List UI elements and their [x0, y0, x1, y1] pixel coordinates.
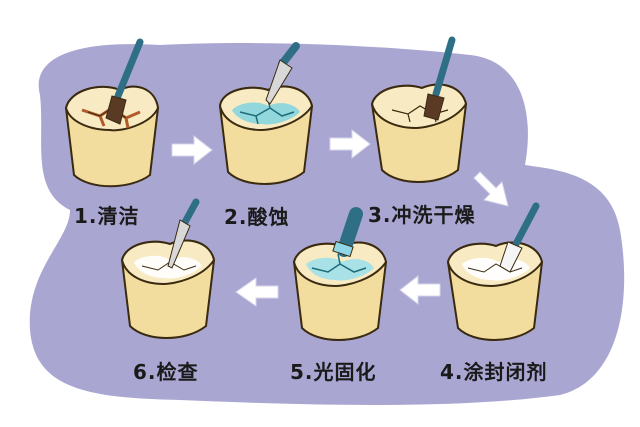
- arrow-left-icon: [399, 274, 441, 306]
- tooth-6: [120, 239, 216, 339]
- step-5-label: 5.光固化: [290, 360, 377, 384]
- step-4-label: 4.涂封闭剂: [440, 360, 548, 384]
- step-6-label: 6.检查: [133, 360, 199, 384]
- step-1-label: 1.清洁: [74, 204, 140, 228]
- arrow-down-right-icon: [473, 171, 509, 207]
- arrow-left-icon: [235, 277, 279, 307]
- tooth-5: [292, 241, 388, 341]
- acid-applicator-icon: [265, 42, 300, 105]
- sealant-brush-icon: [499, 202, 540, 273]
- tooth-4: [446, 241, 544, 341]
- tooth-2: [218, 85, 314, 185]
- arrow-right-icon: [171, 134, 213, 166]
- step-2-label: 2.酸蚀: [224, 205, 290, 229]
- arrow-right-icon: [329, 128, 371, 160]
- probe-icon: [167, 198, 200, 269]
- light-cure-icon: [332, 207, 363, 258]
- step-3-label: 3.冲洗干燥: [368, 203, 476, 227]
- tooth-3: [370, 83, 468, 183]
- acid: [232, 102, 300, 125]
- dryer-brush-icon: [423, 36, 456, 121]
- brush-icon: [105, 38, 144, 125]
